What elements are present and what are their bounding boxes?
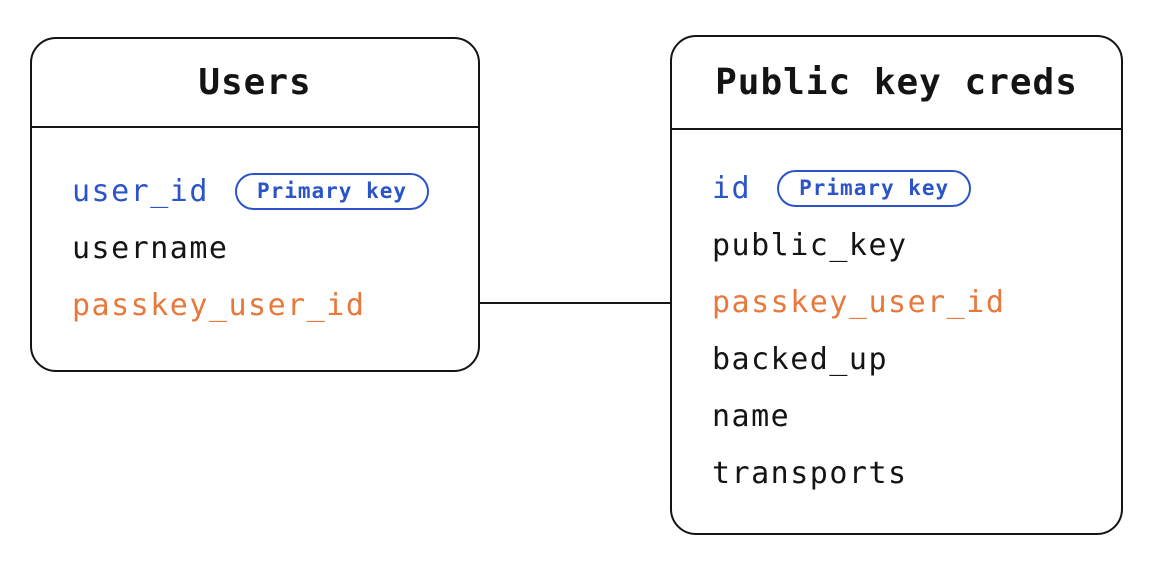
table-public-key-creds: Public key creds id Primary key public_key… — [670, 35, 1123, 535]
field-name-backed_up: backed_up — [712, 342, 889, 377]
field-name-user_id: user_id — [72, 174, 209, 209]
field-row-transports: transports — [712, 445, 1121, 502]
field-name-name: name — [712, 399, 791, 434]
primary-key-badge: Primary key — [777, 170, 972, 207]
field-row-user_id: user_id Primary key — [72, 163, 478, 220]
primary-key-badge: Primary key — [234, 173, 430, 210]
field-row-public_key: public_key — [712, 217, 1121, 274]
field-name-transports: transports — [712, 456, 908, 491]
relationship-line — [479, 302, 671, 304]
field-name-public_key: public_key — [712, 228, 908, 263]
table-public-key-creds-title: Public key creds — [672, 37, 1121, 130]
field-name-passkey_user_id: passkey_user_id — [72, 288, 366, 323]
field-row-passkey_user_id: passkey_user_id — [72, 277, 478, 334]
field-row-username: username — [72, 220, 478, 277]
field-row-backed_up: backed_up — [712, 331, 1121, 388]
field-name-username: username — [72, 231, 229, 266]
field-row-passkey_user_id: passkey_user_id — [712, 274, 1121, 331]
table-users-title: Users — [32, 39, 478, 128]
field-name-id: id — [712, 171, 752, 206]
field-row-name: name — [712, 388, 1121, 445]
field-name-passkey_user_id: passkey_user_id — [712, 285, 1006, 320]
field-row-id: id Primary key — [712, 160, 1121, 217]
